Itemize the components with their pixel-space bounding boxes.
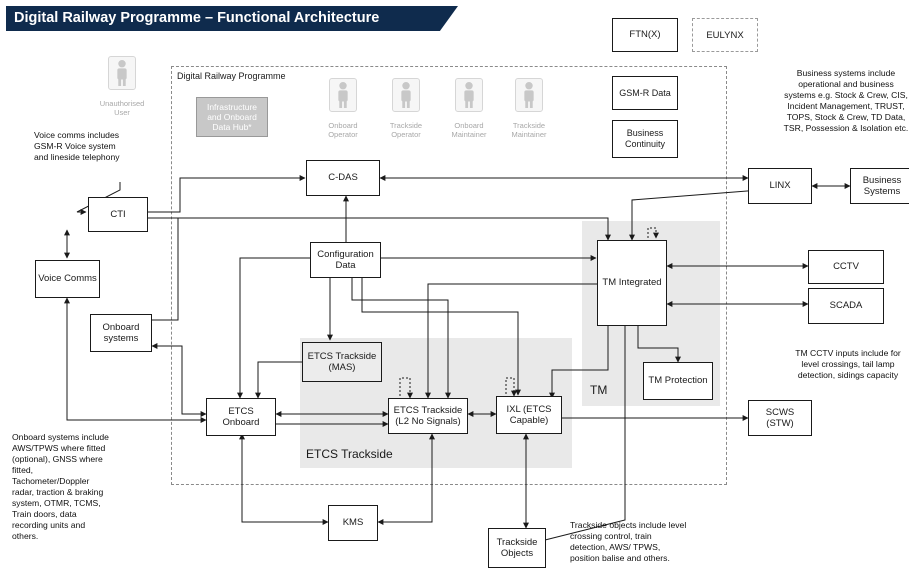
legend-ftn-box: FTN(X) <box>612 18 678 52</box>
tm-integrated-box: TM Integrated <box>597 240 667 326</box>
etcs-trackside-l2-box: ETCS Trackside (L2 No Signals) <box>388 398 468 434</box>
trackside-maintainer-label: Trackside Maintainer <box>511 121 547 139</box>
infra-data-hub-box: Infrastructure and Onboard Data Hub* <box>196 97 268 137</box>
gsmr-data-box: GSM-R Data <box>612 76 678 110</box>
etcs-trackside-mas-box: ETCS Trackside (MAS) <box>302 342 382 382</box>
tm-cctv-note: TM CCTV inputs include for level crossin… <box>795 348 901 380</box>
trackside-operator-icon <box>392 78 420 112</box>
scada-box: SCADA <box>808 288 884 324</box>
trackside-maintainer-icon <box>515 78 543 112</box>
etcs-onboard-box: ETCS Onboard <box>206 398 276 436</box>
cctv-box: CCTV <box>808 250 884 284</box>
ixl-box: IXL (ETCS Capable) <box>496 396 562 434</box>
page-title: Digital Railway Programme – Functional A… <box>14 10 380 26</box>
tm-protection-box: TM Protection <box>643 362 713 400</box>
onboard-systems-note: Onboard systems include AWS/TPWS where f… <box>12 432 109 541</box>
onboard-systems-box: Onboard systems <box>90 314 152 352</box>
config-data-box: Configuration Data <box>310 242 381 278</box>
business-systems-box: Business Systems <box>850 168 909 204</box>
unauthorised-user-icon <box>108 56 136 90</box>
voice-comms-box: Voice Comms <box>35 260 100 298</box>
linx-box: LINX <box>748 168 812 204</box>
onboard-operator-icon <box>329 78 357 112</box>
onboard-maintainer-label: Onboard Maintainer <box>451 121 487 139</box>
cdas-box: C-DAS <box>306 160 380 196</box>
onboard-operator-label: Onboard Operator <box>328 121 358 139</box>
business-continuity-box: Business Continuity <box>612 120 678 158</box>
trackside-objects-box: Trackside Objects <box>488 528 546 568</box>
trackside-objects-note: Trackside objects include level crossing… <box>570 520 687 563</box>
unauthorised-user-label: Unauthorised User <box>99 99 145 117</box>
voice-comms-note: Voice comms includes GSM-R Voice system … <box>34 130 120 162</box>
onboard-maintainer-icon <box>455 78 483 112</box>
title-banner <box>6 6 458 31</box>
business-systems-note: Business systems include operational and… <box>783 68 909 133</box>
cti-box: CTI <box>88 197 148 232</box>
tm-region-label: TM <box>590 383 608 397</box>
scws-box: SCWS (STW) <box>748 400 812 436</box>
kms-box: KMS <box>328 505 378 541</box>
legend-eulynx-box: EULYNX <box>692 18 758 52</box>
drp-region <box>171 66 727 485</box>
drp-region-label: Digital Railway Programme <box>177 71 286 81</box>
trackside-operator-label: Trackside Operator <box>389 121 423 139</box>
